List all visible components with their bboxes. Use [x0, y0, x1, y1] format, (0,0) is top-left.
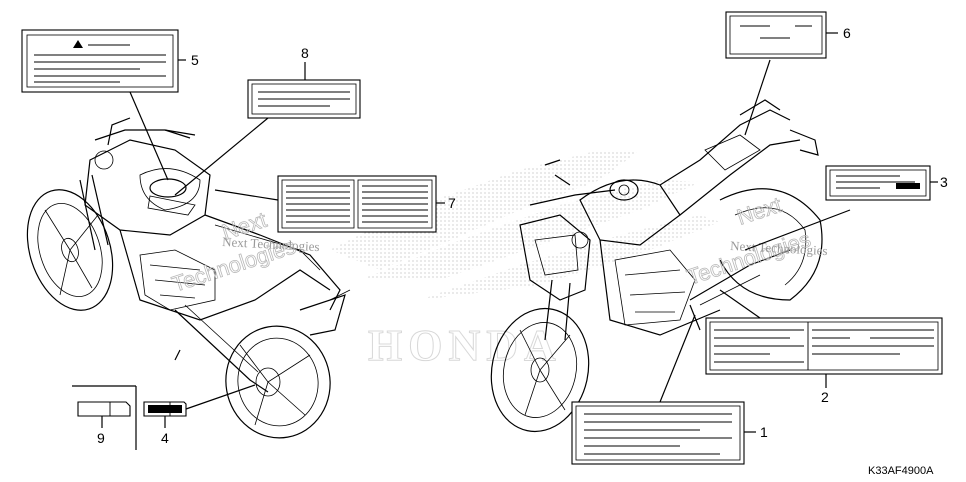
label-3-decal — [825, 165, 938, 201]
callout-1: 1 — [760, 424, 768, 440]
label-2-decal — [705, 209, 943, 388]
callout-6: 6 — [843, 25, 851, 41]
callout-2: 2 — [821, 389, 829, 405]
label-5-caution-decal — [21, 29, 186, 181]
callout-5: 5 — [191, 52, 199, 68]
watermark-right: Next Technologies Next Technologies — [683, 192, 828, 291]
callout-4: 4 — [161, 430, 169, 446]
watermark-right-caption: Next Technologies — [730, 238, 828, 258]
callout-7: 7 — [448, 195, 456, 211]
honda-wordmark: HONDA — [368, 321, 562, 370]
callout-3: 3 — [940, 174, 948, 190]
label-1-decal — [571, 314, 756, 465]
label-7-decal — [214, 175, 445, 233]
label-6-decal — [725, 11, 838, 136]
label-8-decal — [174, 62, 361, 196]
watermark-left-caption: Next Technologies — [222, 234, 320, 254]
right-motorcycle-illustration — [490, 99, 823, 433]
label-3-badge — [896, 183, 920, 189]
label-9-and-4-group — [72, 384, 256, 450]
watermark-right-line1: Next — [734, 192, 785, 230]
label-4-band — [148, 405, 182, 413]
diagram-code: K33AF4900A — [868, 465, 934, 477]
callout-9: 9 — [97, 430, 105, 446]
warning-triangle-icon — [73, 40, 83, 48]
left-motorcycle-illustration — [26, 117, 351, 439]
callout-8: 8 — [301, 45, 309, 61]
